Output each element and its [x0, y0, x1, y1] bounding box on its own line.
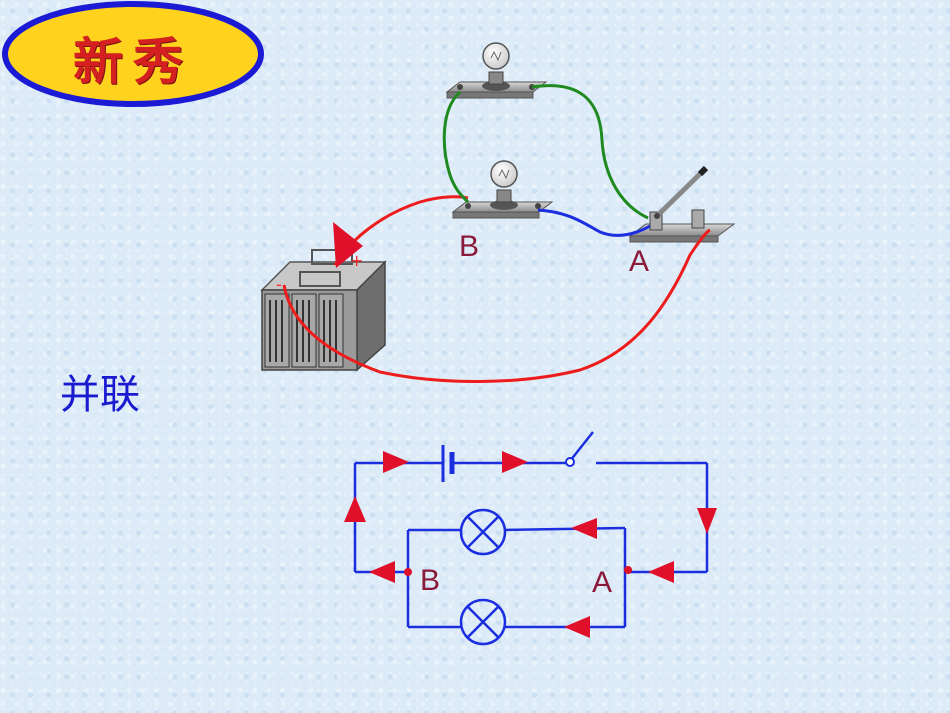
circuit-type-label: 并联 [60, 372, 140, 418]
bulb-lower [451, 160, 554, 219]
green-wire-top-bulb-left [442, 90, 470, 204]
arrow-right-down [697, 508, 717, 534]
badge: 新秀 [0, 0, 268, 110]
arrow-top-left [383, 451, 409, 473]
schematic-switch-blade [569, 431, 594, 462]
schematic-label-b: B [420, 564, 440, 597]
battery-positive-label: + [350, 251, 363, 270]
physical-label-a: A [629, 245, 649, 278]
arrow-branch2 [564, 616, 590, 638]
arrow-top-mid [502, 451, 528, 473]
arrow-out-of-b [369, 561, 395, 583]
badge-ellipse [2, 1, 264, 107]
arrow-left-up [344, 496, 366, 522]
red-wire-return [282, 228, 711, 384]
schematic [353, 431, 709, 646]
physical-label-b: B [459, 230, 479, 263]
schematic-branch1-right [503, 526, 626, 532]
schematic-current-arrows [344, 451, 717, 638]
physical-current-arrow [333, 222, 363, 268]
battery-negative-label: - [276, 275, 282, 294]
schematic-lamp-1 [459, 508, 507, 556]
knife-switch [628, 165, 736, 243]
badge-text: 新秀 [73, 32, 193, 91]
battery: + - [260, 249, 387, 372]
bulb-top [445, 42, 548, 99]
schematic-lamp-2 [459, 598, 507, 646]
arrow-into-a [648, 561, 674, 583]
schematic-node-b [404, 568, 412, 576]
blue-wire-lower-bulb-to-switch [537, 208, 651, 237]
schematic-node-a [624, 566, 632, 574]
arrow-branch1 [571, 518, 597, 539]
schematic-switch-pivot [565, 457, 575, 467]
green-wire-top-bulb-right [531, 84, 649, 220]
schematic-label-a: A [592, 566, 612, 599]
